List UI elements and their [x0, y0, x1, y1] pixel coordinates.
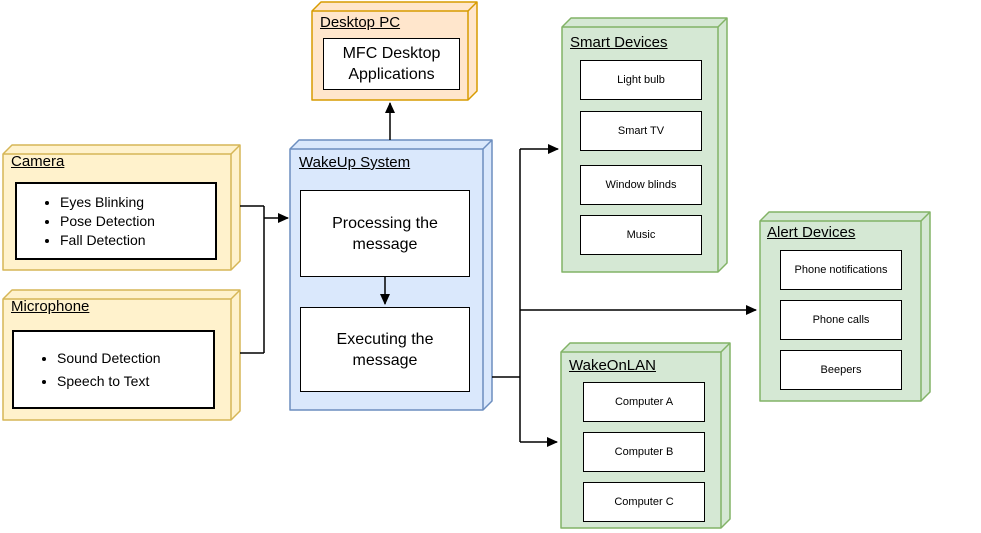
executing-message-box: Executing the message — [300, 307, 470, 392]
microphone-title: Microphone — [11, 298, 90, 315]
mfc-desktop-applications-box: MFC Desktop Applications — [323, 38, 460, 90]
beepers-box: Beepers — [780, 350, 902, 390]
camera-mic-junction-line — [240, 205, 265, 354]
microphone-feature-box: Sound Detection Speech to Text — [12, 330, 215, 409]
light-bulb-box: Light bulb — [580, 60, 702, 100]
list-item: Eyes Blinking — [60, 193, 155, 212]
list-item: Speech to Text — [57, 370, 161, 393]
music-box: Music — [580, 215, 702, 255]
desktop-pc-title: Desktop PC — [320, 14, 401, 31]
window-blinds-box: Window blinds — [580, 165, 702, 205]
computer-c-box: Computer C — [583, 482, 705, 522]
alert-devices-title: Alert Devices — [767, 224, 856, 241]
camera-feature-box: Eyes Blinking Pose Detection Fall Detect… — [15, 182, 217, 260]
microphone-feature-list: Sound Detection Speech to Text — [14, 347, 161, 393]
computer-a-box: Computer A — [583, 382, 705, 422]
smart-devices-title: Smart Devices — [570, 34, 668, 51]
phone-calls-box: Phone calls — [780, 300, 902, 340]
list-item: Sound Detection — [57, 347, 161, 370]
phone-notifications-box: Phone notifications — [780, 250, 902, 290]
list-item: Pose Detection — [60, 212, 155, 231]
wake-on-lan-title: WakeOnLAN — [569, 357, 656, 374]
camera-feature-list: Eyes Blinking Pose Detection Fall Detect… — [17, 193, 155, 250]
wakeup-system-title: WakeUp System — [299, 154, 411, 171]
processing-message-box: Processing the message — [300, 190, 470, 277]
connector-lines — [240, 102, 757, 447]
list-item: Fall Detection — [60, 231, 155, 250]
camera-title: Camera — [11, 153, 65, 170]
smart-tv-box: Smart TV — [580, 111, 702, 151]
wakeup-output-trunk-line — [492, 149, 521, 442]
computer-b-box: Computer B — [583, 432, 705, 472]
